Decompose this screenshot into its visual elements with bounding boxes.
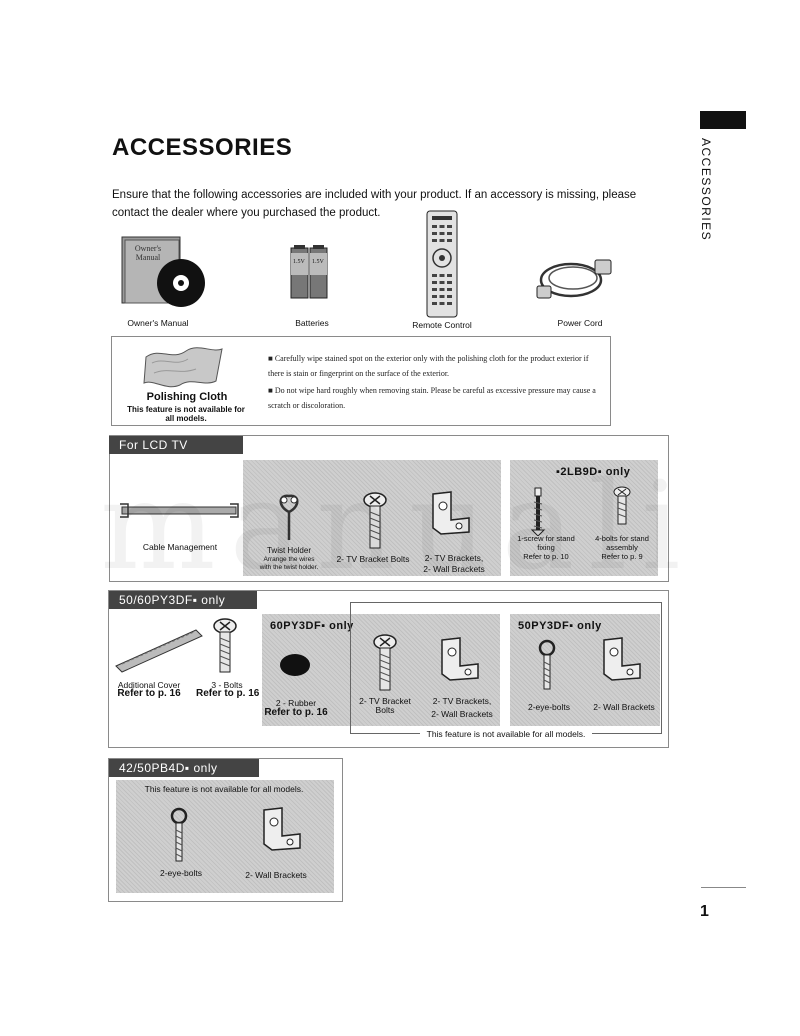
eye-bolt-icon bbox=[170, 807, 188, 862]
pb-panel: This feature is not available for all mo… bbox=[116, 780, 334, 893]
bracket-icon bbox=[441, 637, 479, 681]
bolt-icon bbox=[363, 492, 387, 549]
pb-section-header: 42/50PB4D▪ only bbox=[109, 759, 259, 777]
pb-section bbox=[108, 758, 343, 902]
cable-management-caption: Cable Management bbox=[142, 542, 218, 552]
screw-caption: 1-screw for stand bbox=[517, 534, 575, 543]
py-section-note: This feature is not available for all mo… bbox=[420, 729, 592, 739]
battery-label: 1.5V bbox=[312, 259, 324, 265]
bracket-icon bbox=[432, 491, 470, 535]
remote-control-illustration bbox=[426, 210, 458, 323]
py50-panel: 50PY3DF▪ only 2-eye-bolts 2- Wall Bracke… bbox=[510, 614, 660, 726]
page-number: 1 bbox=[700, 903, 709, 920]
screw-caption: fixing bbox=[537, 543, 555, 552]
power-cord-caption: Power Cord bbox=[557, 318, 603, 328]
screw-icon bbox=[530, 487, 546, 536]
owners-manual-caption: Owner's Manual bbox=[127, 318, 189, 328]
pb-section-note: This feature is not available for all mo… bbox=[144, 784, 304, 794]
twist-holder-icon bbox=[279, 494, 299, 540]
batteries-caption: Batteries bbox=[295, 318, 329, 328]
lcd-section-header: For LCD TV models bbox=[109, 436, 243, 466]
py-section-header: 50/60PY3DF▪ only bbox=[109, 591, 257, 609]
lcd-section bbox=[109, 435, 669, 582]
polishing-bullet: ■ Carefully wipe stained spot on the ext… bbox=[268, 354, 589, 378]
wall-brackets-caption: 2- Wall Brackets bbox=[593, 702, 655, 712]
bolts-caption: 3 - Bolts bbox=[211, 680, 243, 690]
py-section bbox=[108, 590, 669, 748]
lb9d-panel: ▪2LB9D▪ only 1-screw for stand fixing Re… bbox=[510, 460, 658, 576]
batteries-illustration: 1.5V 1.5V bbox=[289, 245, 329, 300]
lb9d-header: ▪2LB9D▪ only bbox=[556, 466, 631, 478]
power-cord-illustration bbox=[535, 254, 615, 311]
tv-bracket-bolts-caption: 2- TV Bracket bbox=[359, 696, 411, 706]
eye-bolts-caption: 2-eye-bolts bbox=[527, 702, 571, 712]
twist-holder-caption: Twist Holder bbox=[266, 546, 311, 555]
bolt-icon bbox=[373, 634, 397, 691]
bolt-icon bbox=[613, 486, 631, 525]
bolts-ref: Refer to p. 16 bbox=[196, 688, 260, 699]
polishing-bullet: ■ Do not wipe hard roughly when removing… bbox=[268, 386, 596, 410]
bullet-marker: ■ bbox=[268, 354, 275, 363]
polishing-cloth-illustration bbox=[143, 347, 223, 388]
py60-panel: 60PY3DF▪ only 2 - Rubber Refer to p. 16 … bbox=[262, 614, 500, 726]
additional-cover-caption: Additional Cover bbox=[117, 680, 181, 690]
cable-management-illustration bbox=[118, 500, 240, 527]
owners-manual-illustration: Owner's Manual bbox=[121, 236, 213, 308]
stand-bolts-caption: assembly bbox=[606, 543, 638, 552]
stand-bolts-caption: 4-bolts for stand bbox=[595, 534, 649, 543]
bullet-marker: ■ bbox=[268, 386, 275, 395]
bracket-bolts-caption: 2- TV Bracket Bolts bbox=[336, 554, 410, 564]
side-tab-marker bbox=[700, 111, 746, 129]
polishing-cloth-note: This feature is not available for all mo… bbox=[127, 405, 245, 423]
rubber-icon bbox=[280, 654, 310, 676]
eye-bolt-icon bbox=[538, 639, 556, 690]
lcd-parts-panel: Twist Holder Arrange the wires with the … bbox=[243, 460, 501, 576]
bracket-icon bbox=[603, 637, 641, 681]
side-tab: ACCESSORIES bbox=[699, 138, 713, 242]
py-bracket-outline bbox=[350, 602, 662, 734]
stand-bolts-caption: Refer to p. 9 bbox=[601, 552, 643, 561]
brackets-caption: 2- TV Brackets, bbox=[424, 553, 484, 563]
remote-control-caption: Remote Control bbox=[412, 320, 472, 330]
eye-bolts-caption: 2-eye-bolts bbox=[159, 868, 203, 878]
polishing-cloth-title: Polishing Cloth bbox=[146, 391, 228, 403]
wall-brackets-caption: 2- Wall Brackets bbox=[245, 870, 307, 880]
battery-label: 1.5V bbox=[293, 259, 305, 265]
additional-cover-ref: Refer to p. 16 bbox=[117, 688, 181, 699]
tv-brackets-caption: 2- TV Brackets, bbox=[432, 696, 492, 706]
tv-brackets-caption: 2- Wall Brackets bbox=[431, 709, 493, 719]
py50-header: 50PY3DF▪ only bbox=[518, 620, 602, 632]
screw-caption: Refer to p. 10 bbox=[523, 552, 569, 561]
additional-cover-illustration bbox=[115, 629, 203, 673]
polishing-cloth-box: Polishing Cloth This feature is not avai… bbox=[111, 336, 611, 426]
page-title: ACCESSORIES bbox=[112, 134, 293, 161]
brackets-caption: 2- Wall Brackets bbox=[423, 564, 485, 574]
tv-bracket-bolts-caption: Bolts bbox=[375, 705, 395, 715]
bracket-icon bbox=[263, 807, 301, 851]
twist-holder-subcaption: Arrange the wires with the twist holder. bbox=[259, 556, 319, 571]
bolt-icon bbox=[213, 618, 237, 673]
intro-text: Ensure that the following accessories ar… bbox=[112, 189, 637, 219]
rubber-caption: 2 - Rubber bbox=[275, 698, 317, 708]
py60-header: 60PY3DF▪ only bbox=[270, 620, 354, 632]
footer-rule bbox=[701, 887, 746, 888]
rubber-ref: Refer to p. 16 bbox=[264, 707, 328, 718]
manual-cover-text: Owner's Manual bbox=[134, 244, 162, 262]
